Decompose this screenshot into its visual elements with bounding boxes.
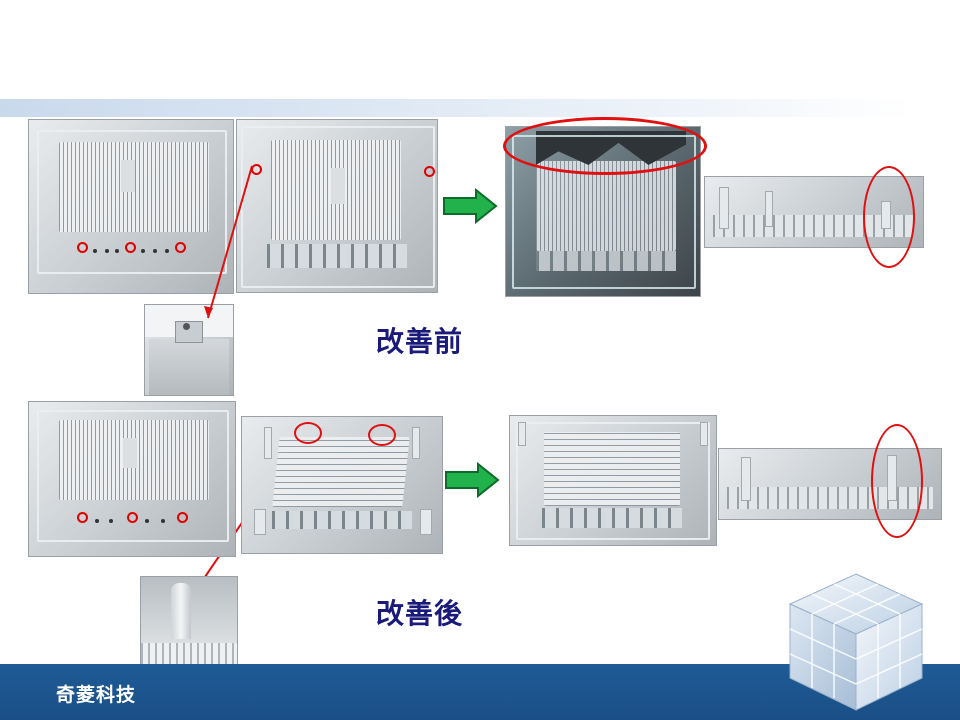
before-back-photo [236,119,438,293]
after-front-marker [77,512,88,523]
before-front-marker [77,242,88,253]
before-front-photo [28,119,234,294]
before-front-marker [175,242,186,253]
after-caption: 改善後 [376,597,464,630]
after-angled-photo [241,416,443,554]
before-back-marker-right [424,166,435,177]
after-angled-highlight-right [368,424,396,446]
rubiks-cube-logo-icon [788,573,924,711]
green-right-arrow-icon [443,188,498,224]
after-back-photo [509,415,717,546]
after-front-photo [28,401,236,557]
after-front-marker [177,512,188,523]
after-detail-photo [140,576,238,666]
before-caption: 改善前 [376,325,464,358]
header-gradient-band [0,99,960,117]
before-defect-highlight [503,117,707,175]
before-front-marker [125,242,136,253]
after-front-marker [127,512,138,523]
before-side-highlight [863,166,915,268]
after-side-highlight [871,424,923,538]
green-right-arrow-icon [445,462,500,498]
company-name: 奇菱科技 [56,684,137,706]
after-angled-highlight-left [294,422,322,444]
before-detail-photo [144,304,234,396]
